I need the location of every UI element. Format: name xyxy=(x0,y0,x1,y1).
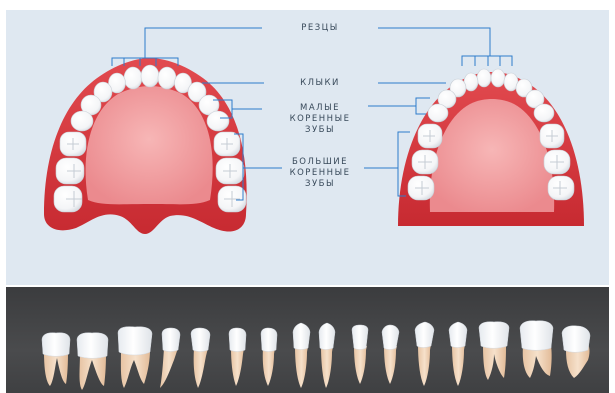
tooth-specimen xyxy=(293,323,310,388)
upper-incisor xyxy=(158,67,176,89)
tooth-specimen xyxy=(319,323,335,388)
tooth-specimen xyxy=(118,327,152,388)
incisors-label: РЕЗЦЫ xyxy=(260,23,380,34)
premolars-label: МАЛЫЕ КОРЕННЫЕ ЗУБЫ xyxy=(260,103,380,136)
premolars-label-line-2: КОРЕННЫЕ xyxy=(260,114,380,125)
tooth-specimen xyxy=(479,322,509,380)
lower-incisor xyxy=(491,69,505,87)
lower-premolar xyxy=(428,104,448,122)
tooth-specimen xyxy=(42,333,70,386)
molars-label: БОЛЬШИЕ КОРЕННЫЕ ЗУБЫ xyxy=(260,157,380,190)
teeth-lineup xyxy=(42,321,590,390)
tooth-specimen xyxy=(520,321,553,378)
tooth-specimen xyxy=(352,325,368,384)
tooth-specimen xyxy=(261,328,277,386)
tooth-specimen xyxy=(191,328,210,388)
tooth-specimen xyxy=(415,322,434,386)
tooth-specimen xyxy=(77,333,108,390)
upper-premolar xyxy=(71,111,93,131)
premolars-label-line-1: МАЛЫЕ xyxy=(260,103,380,114)
tooth-specimen xyxy=(160,328,180,388)
tooth-specimen xyxy=(382,325,399,384)
premolars-label-line-3: ЗУБЫ xyxy=(260,125,380,136)
molars-label-line-3: ЗУБЫ xyxy=(260,179,380,190)
molars-label-line-2: КОРЕННЫЕ xyxy=(260,168,380,179)
tooth-specimen xyxy=(562,326,590,378)
tooth-specimen xyxy=(229,328,246,386)
upper-premolar xyxy=(207,111,229,131)
lower-jaw xyxy=(398,69,584,226)
upper-incisor xyxy=(141,65,159,87)
molars-label-line-1: БОЛЬШИЕ xyxy=(260,157,380,168)
upper-incisor xyxy=(124,67,142,89)
lower-incisor xyxy=(477,69,491,87)
canines-label: КЛЫКИ xyxy=(260,78,380,89)
upper-jaw xyxy=(44,58,247,234)
lower-premolar xyxy=(534,104,554,122)
tooth-specimen xyxy=(449,322,467,386)
